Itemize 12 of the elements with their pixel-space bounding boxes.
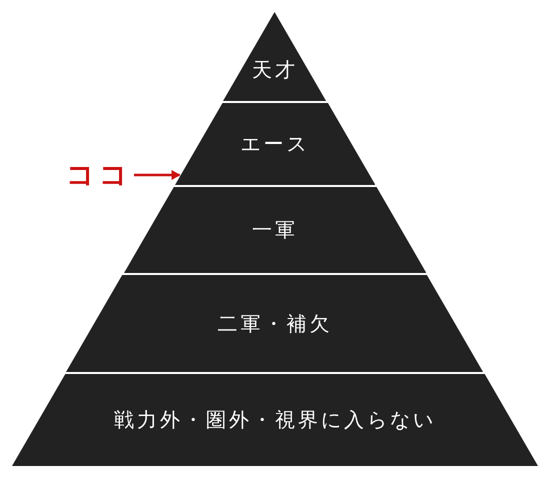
level-label: 戦力外・圏外・視界に入らない: [114, 408, 436, 432]
level-label: エース: [240, 132, 310, 156]
pyramid-level: [66, 275, 484, 372]
pyramid-level: [174, 103, 376, 185]
pointer-label: ココ: [66, 156, 132, 194]
pyramid-level: [124, 187, 426, 273]
pyramid-level: [223, 12, 327, 101]
level-label: 一軍: [252, 218, 298, 242]
level-label: 二軍・補欠: [217, 311, 332, 335]
arrow: [134, 170, 181, 180]
level-label: 天才: [252, 57, 298, 82]
pyramid-level: [12, 374, 538, 466]
